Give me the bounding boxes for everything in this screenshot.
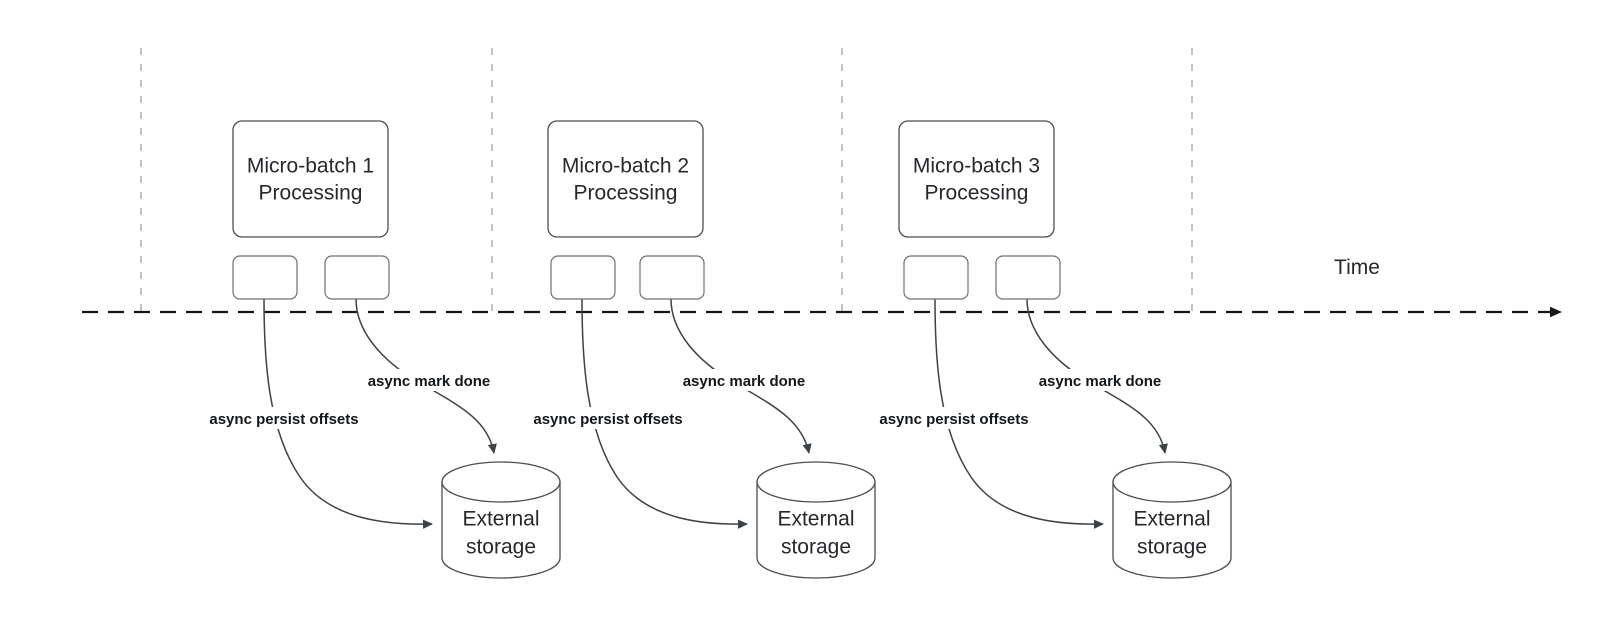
edge-label-persist-offsets-1: async persist offsets: [209, 411, 358, 428]
micro-batch-2-box[interactable]: [547, 120, 704, 238]
micro-batch-1-label-line2: Processing: [259, 182, 363, 205]
micro-batch-2-label-line1: Micro-batch 2: [562, 155, 689, 178]
micro-batch-1-label-line1: Micro-batch 1: [247, 155, 374, 178]
time-axis-label: Time: [1334, 256, 1380, 279]
edge-label-mark-done-2: async mark done: [683, 373, 806, 390]
edge-persist-offsets-1: [263, 298, 433, 529]
micro-batch-3-label-line1: Micro-batch 3: [913, 155, 1040, 178]
storage-cylinder-body-3: [1112, 481, 1232, 579]
storage-cylinder-top-2: [756, 461, 876, 503]
edge-persist-offsets-3: [934, 298, 1104, 529]
micro-batch-1-box[interactable]: [232, 120, 389, 238]
offsets-task-box-1[interactable]: [232, 255, 298, 300]
external-storage-3[interactable]: External storage: [1112, 461, 1232, 579]
storage-cylinder-top-3: [1112, 461, 1232, 503]
mark-done-task-box-3[interactable]: [995, 255, 1061, 300]
edge-label-bg-mark-done-1: [355, 369, 503, 391]
micro-batch-group-2: Micro-batch 2 Processing External storag…: [518, 120, 876, 579]
micro-batch-2-label-line2: Processing: [574, 182, 678, 205]
external-storage-1[interactable]: External storage: [441, 461, 561, 579]
external-storage-2-label-line2: storage: [781, 536, 851, 559]
edge-label-persist-offsets-2: async persist offsets: [533, 411, 682, 428]
edge-label-bg-mark-done-2: [670, 369, 818, 391]
external-storage-3-label-line1: External: [1133, 508, 1210, 531]
edge-label-bg-persist-offsets-3: [864, 407, 1045, 429]
mark-done-task-box-2[interactable]: [639, 255, 705, 300]
edge-label-bg-persist-offsets-1: [194, 407, 375, 429]
edge-label-mark-done-1: async mark done: [368, 373, 491, 390]
external-storage-1-label-line2: storage: [466, 536, 536, 559]
micro-batch-group-3: Micro-batch 3 Processing External storag…: [864, 120, 1232, 579]
storage-cylinder-top-1: [441, 461, 561, 503]
mark-done-task-box-1[interactable]: [324, 255, 390, 300]
external-storage-2-label-line1: External: [777, 508, 854, 531]
micro-batch-3-box[interactable]: [898, 120, 1055, 238]
timeline-tick-group: [140, 48, 1193, 313]
micro-batch-group-1: Micro-batch 1 Processing External storag…: [194, 120, 561, 579]
edge-label-bg-mark-done-3: [1026, 369, 1174, 391]
offsets-task-box-2[interactable]: [550, 255, 616, 300]
edge-label-bg-persist-offsets-2: [518, 407, 699, 429]
external-storage-1-label-line1: External: [462, 508, 539, 531]
offsets-task-box-3[interactable]: [903, 255, 969, 300]
storage-cylinder-body-2: [756, 481, 876, 579]
micro-batch-3-label-line2: Processing: [925, 182, 1029, 205]
storage-cylinder-body-1: [441, 481, 561, 579]
external-storage-3-label-line2: storage: [1137, 536, 1207, 559]
edge-label-persist-offsets-3: async persist offsets: [879, 411, 1028, 428]
external-storage-2[interactable]: External storage: [756, 461, 876, 579]
edge-label-mark-done-3: async mark done: [1039, 373, 1162, 390]
edge-persist-offsets-2: [581, 298, 748, 529]
